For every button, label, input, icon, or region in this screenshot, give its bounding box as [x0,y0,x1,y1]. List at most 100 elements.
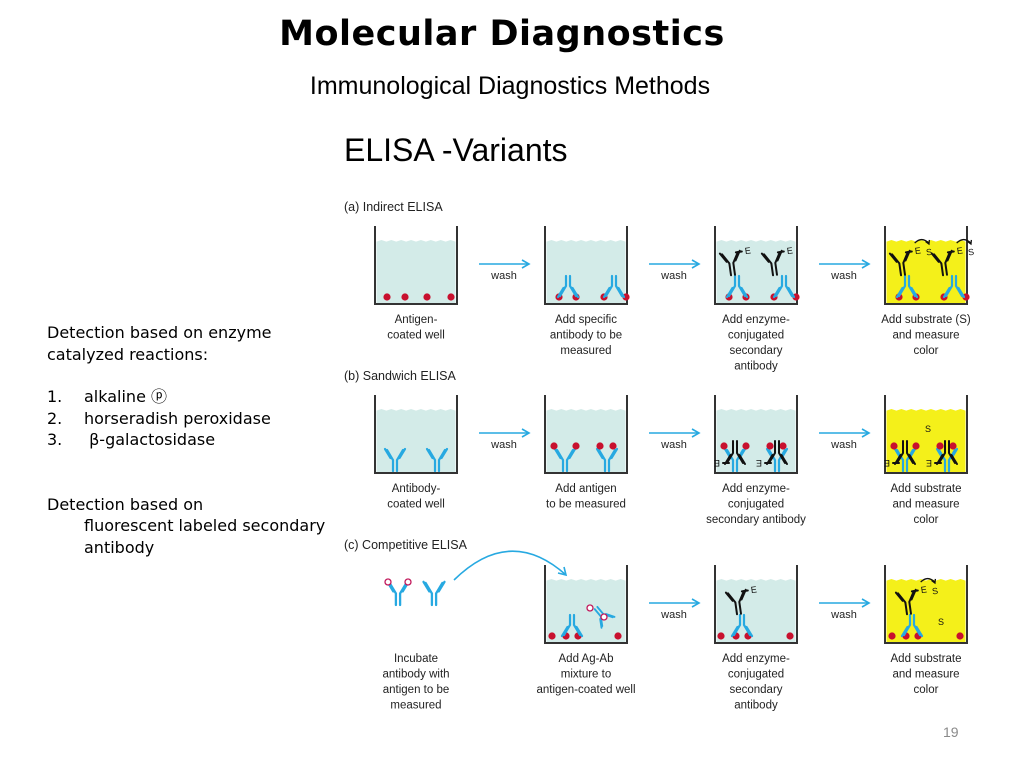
caption-line: coated well [387,330,445,342]
antigen-dot [949,442,957,450]
substrate-label: S [925,247,932,258]
wash-label: wash [830,609,857,621]
caption-line: Add antigen [555,483,616,495]
caption-line: Antigen- [395,314,438,326]
well-a2 [544,226,630,305]
enzyme-label: E [756,458,762,468]
antigen-dot [596,442,604,450]
step-caption: Antigen-coated well [387,314,445,342]
caption-line: Add specific [555,314,617,326]
enzyme-label: E [926,458,932,468]
enzyme-label: E [920,584,927,595]
antigen-dot [890,442,898,450]
well-a1 [374,226,458,305]
caption-line: and measure [892,669,959,681]
sample-antigen [404,578,412,586]
enzyme-label: E [956,245,963,256]
bound-antibody [560,613,584,638]
enzyme-label: alkaline ⓟ [84,387,168,406]
caption-line: Add substrate [891,483,962,495]
enzyme-label: E [750,584,757,595]
wash-arrow: wash [819,598,871,621]
antigen-dot [572,442,580,450]
antigen-dot [888,632,896,640]
wash-label: wash [830,439,857,451]
caption-line: Add substrate (S) [881,314,971,326]
enzyme-label: β-galactosidase [84,430,216,449]
antigen-dot [779,442,787,450]
detection-notes: Detection based on enzyme catalyzed reac… [47,322,337,558]
wash-arrow: wash [649,428,701,451]
caption-line: Add enzyme- [722,653,790,665]
wash-arrow: wash [819,428,871,451]
well-outline [714,395,798,474]
sample-antigen [586,604,594,612]
caption-line: color [914,345,939,357]
enzyme-item: 2.horseradish peroxidase [47,408,337,430]
substrate-label: S [938,617,944,627]
antigen-dot [792,293,800,301]
wash-label: wash [490,270,517,282]
panel-label: (c) Competitive ELISA [344,538,468,552]
caption-line: secondary antibody [706,514,806,526]
antigen-dot [786,632,794,640]
well-outline [374,226,458,305]
secondary-antibody: E [926,440,958,468]
wash-label: wash [830,270,857,282]
section-heading: ELISA -Variants [344,132,568,168]
wash-label: wash [660,439,687,451]
enzyme-intro: Detection based on enzyme catalyzed reac… [47,323,272,364]
antigen-dot [962,293,970,301]
antigen-dot [609,442,617,450]
caption-line: color [914,684,939,696]
wash-arrow: wash [479,428,531,451]
caption-line: color [914,514,939,526]
caption-line: antibody [734,361,778,373]
antigen-dot [956,632,964,640]
step-caption: Antibody-coated well [387,483,445,511]
antigen-dot [717,632,725,640]
caption-line: antibody with [382,669,449,681]
primary-antibody [556,274,580,299]
caption-line: measured [560,345,611,357]
incubation-antibodies [384,578,446,607]
primary-antibody [942,274,966,299]
capture-antibody [425,447,449,473]
caption-line: mixture to [561,669,612,681]
well-liquid [376,240,456,303]
enzyme-label: E [744,245,751,256]
bound-antibody [730,613,754,638]
sample-antigen [600,613,608,621]
caption-line: conjugated [728,499,784,511]
bound-antibody [900,613,924,638]
fluor-rest: fluorescent labeled secondary antibody [84,516,326,557]
enzyme-number: 1. [47,387,63,406]
wash-arrow: wash [819,259,871,282]
primary-antibody [602,274,626,299]
slide-subtitle: Immunological Diagnostics Methods [309,72,711,100]
enzyme-number: 3. [47,430,63,449]
wash-label: wash [660,609,687,621]
secondary-antibody: E [714,440,746,468]
caption-line: and measure [892,499,959,511]
well-outline [884,565,968,644]
primary-antibody [725,274,749,299]
antigen-dot [383,293,391,301]
sample-antigen [384,578,392,586]
caption-line: conjugated [728,330,784,342]
capture-antibody [595,447,619,473]
secondary-antibody: E [756,440,788,468]
antigen-dot [720,442,728,450]
antigen-dot [766,442,774,450]
enzyme-label: E [914,245,921,256]
capture-antibody [383,447,407,473]
well-outline [884,395,968,474]
antigen-dot [548,632,556,640]
